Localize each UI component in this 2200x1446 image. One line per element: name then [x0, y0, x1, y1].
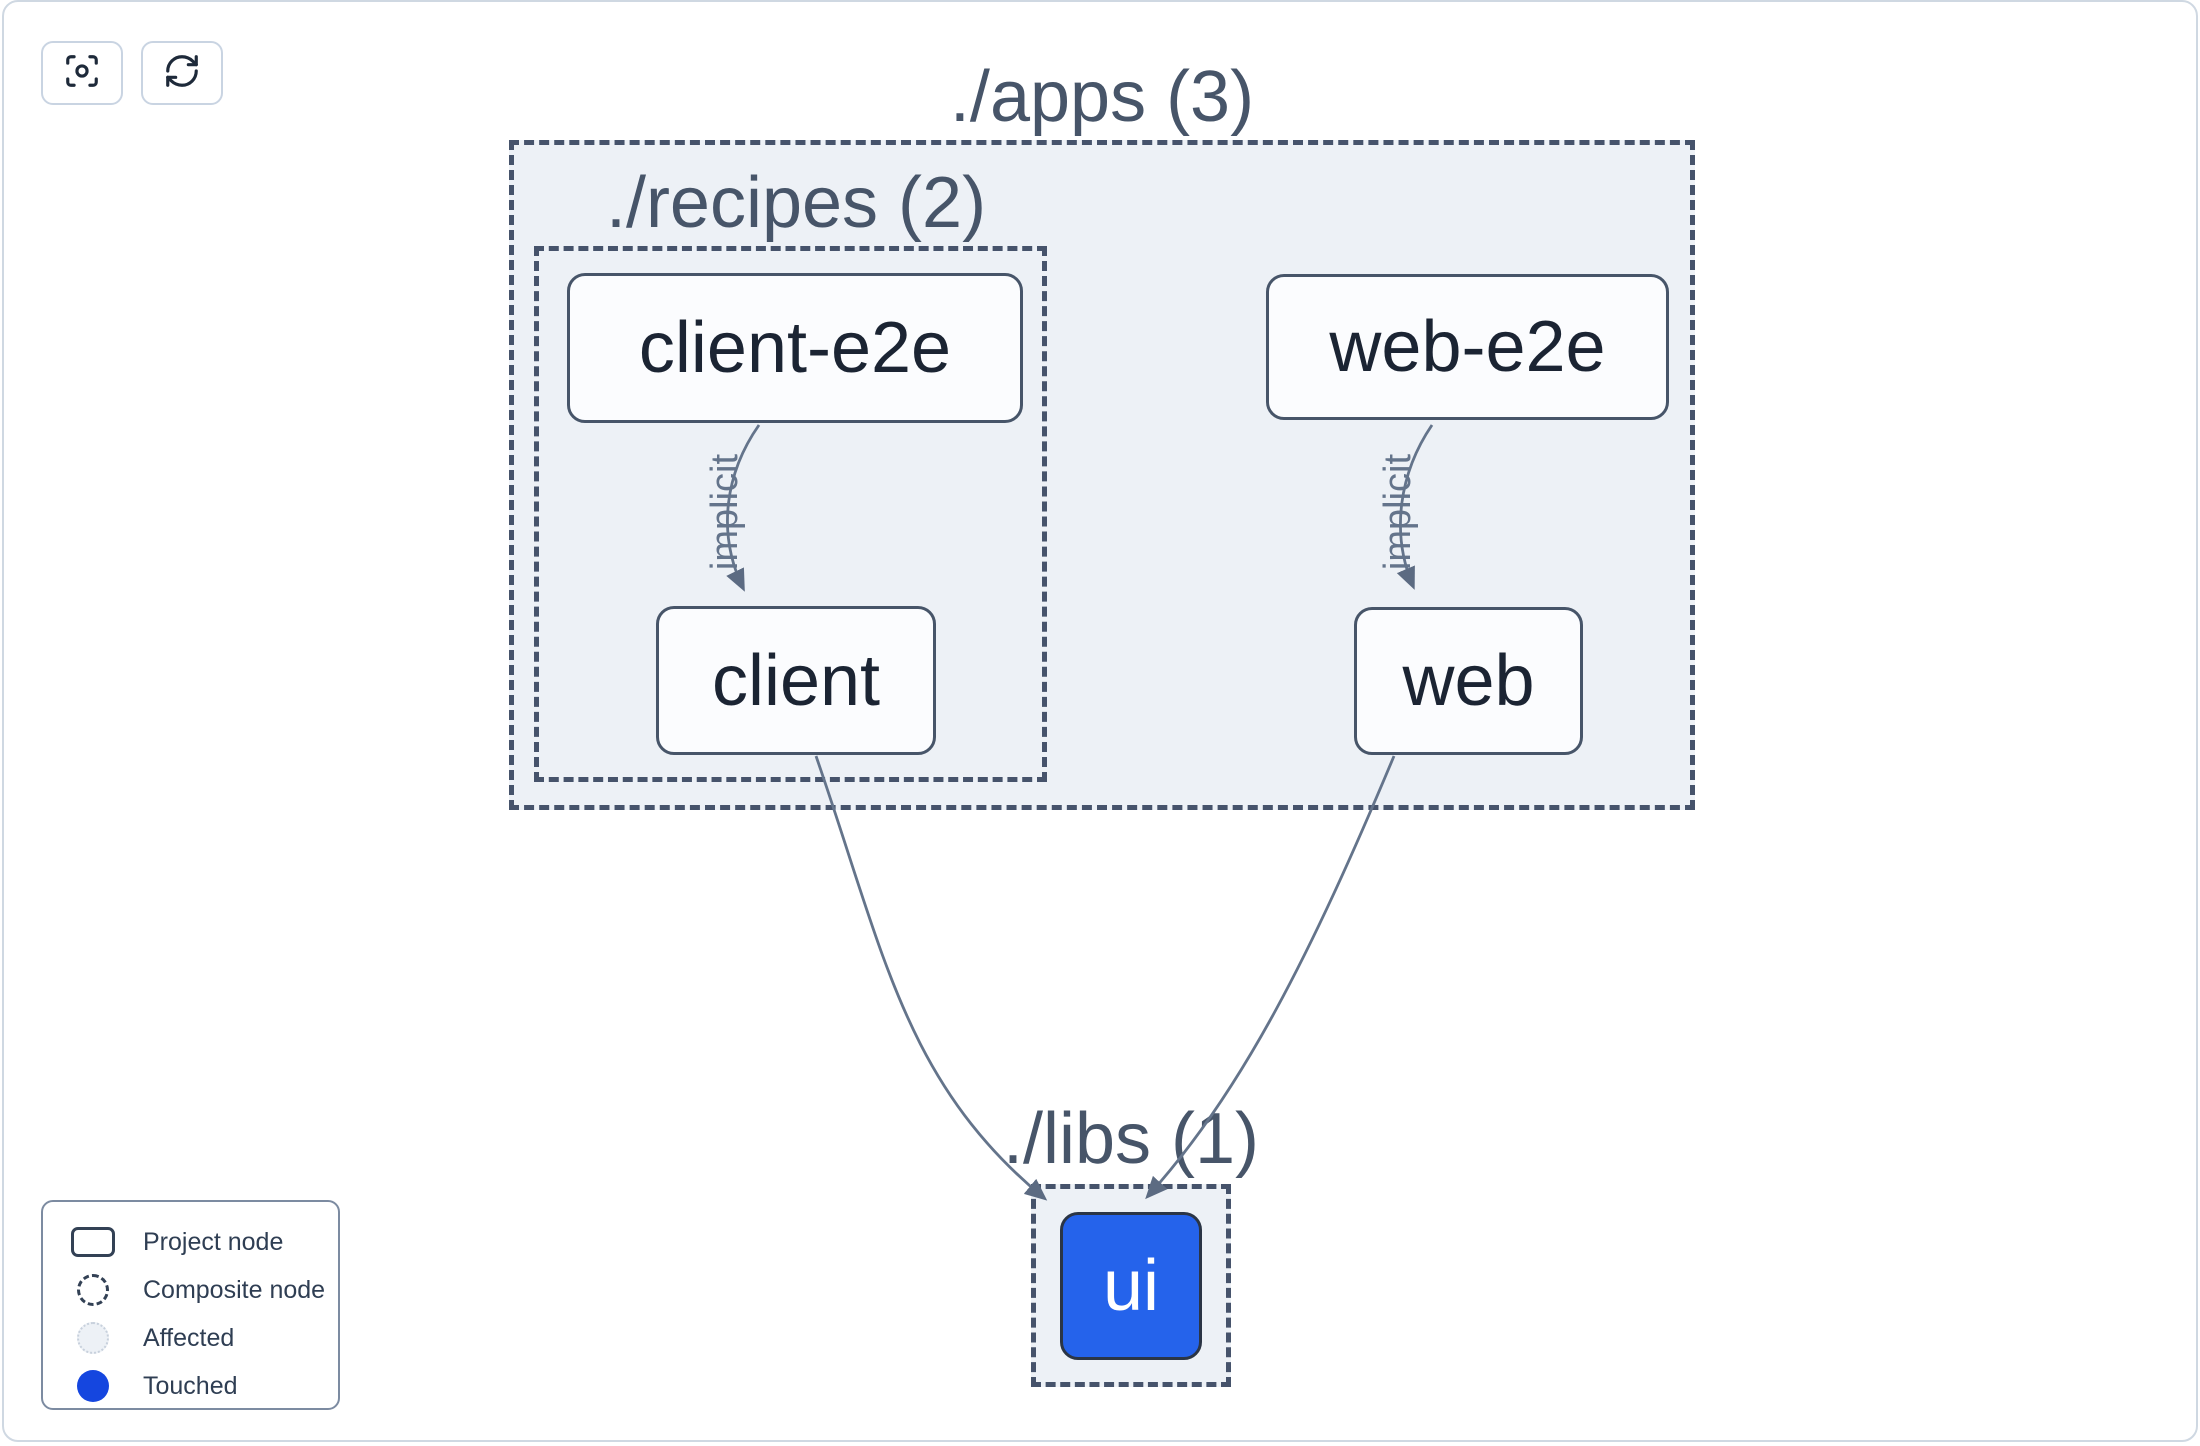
project-node-web[interactable]: web	[1354, 607, 1583, 755]
project-node-client[interactable]: client	[656, 606, 936, 755]
focus-icon	[63, 52, 101, 95]
toolbar	[41, 41, 223, 105]
focus-on-node-button[interactable]	[41, 41, 123, 105]
legend-label: Touched	[143, 1371, 238, 1400]
edge-web-to-ui[interactable]	[1145, 755, 1396, 1200]
project-node-swatch-icon	[71, 1227, 115, 1257]
refresh-icon	[163, 52, 201, 95]
group-label-libs: ./libs (1)	[1002, 1099, 1260, 1179]
edge-label-implicit-left: implicit	[704, 454, 746, 571]
legend-item-composite-node: Composite node	[43, 1266, 338, 1314]
touched-swatch-icon	[71, 1370, 115, 1402]
edge-label-implicit-right: implicit	[1377, 454, 1419, 571]
group-label-apps: ./apps (3)	[949, 57, 1255, 137]
legend-item-touched: Touched	[43, 1362, 338, 1410]
edge-client-to-ui[interactable]	[814, 755, 1048, 1201]
legend-item-project-node: Project node	[43, 1218, 338, 1266]
group-label-recipes: ./recipes (2)	[605, 163, 987, 243]
refresh-graph-button[interactable]	[141, 41, 223, 105]
composite-node-swatch-icon	[71, 1274, 115, 1306]
project-node-ui-touched[interactable]: ui	[1060, 1212, 1202, 1360]
legend: Project node Composite node Affected Tou…	[41, 1200, 340, 1410]
edge-web-e2e-to-web[interactable]	[1396, 424, 1434, 590]
affected-swatch-icon	[71, 1322, 115, 1354]
legend-label: Affected	[143, 1323, 235, 1352]
project-node-client-e2e[interactable]: client-e2e	[567, 273, 1023, 423]
edges-layer: implicit implicit	[704, 424, 1434, 1201]
legend-item-affected: Affected	[43, 1314, 338, 1362]
legend-label: Project node	[143, 1227, 284, 1256]
project-node-web-e2e[interactable]: web-e2e	[1266, 274, 1669, 420]
edge-client-e2e-to-client[interactable]	[726, 424, 761, 592]
legend-label: Composite node	[143, 1275, 326, 1304]
